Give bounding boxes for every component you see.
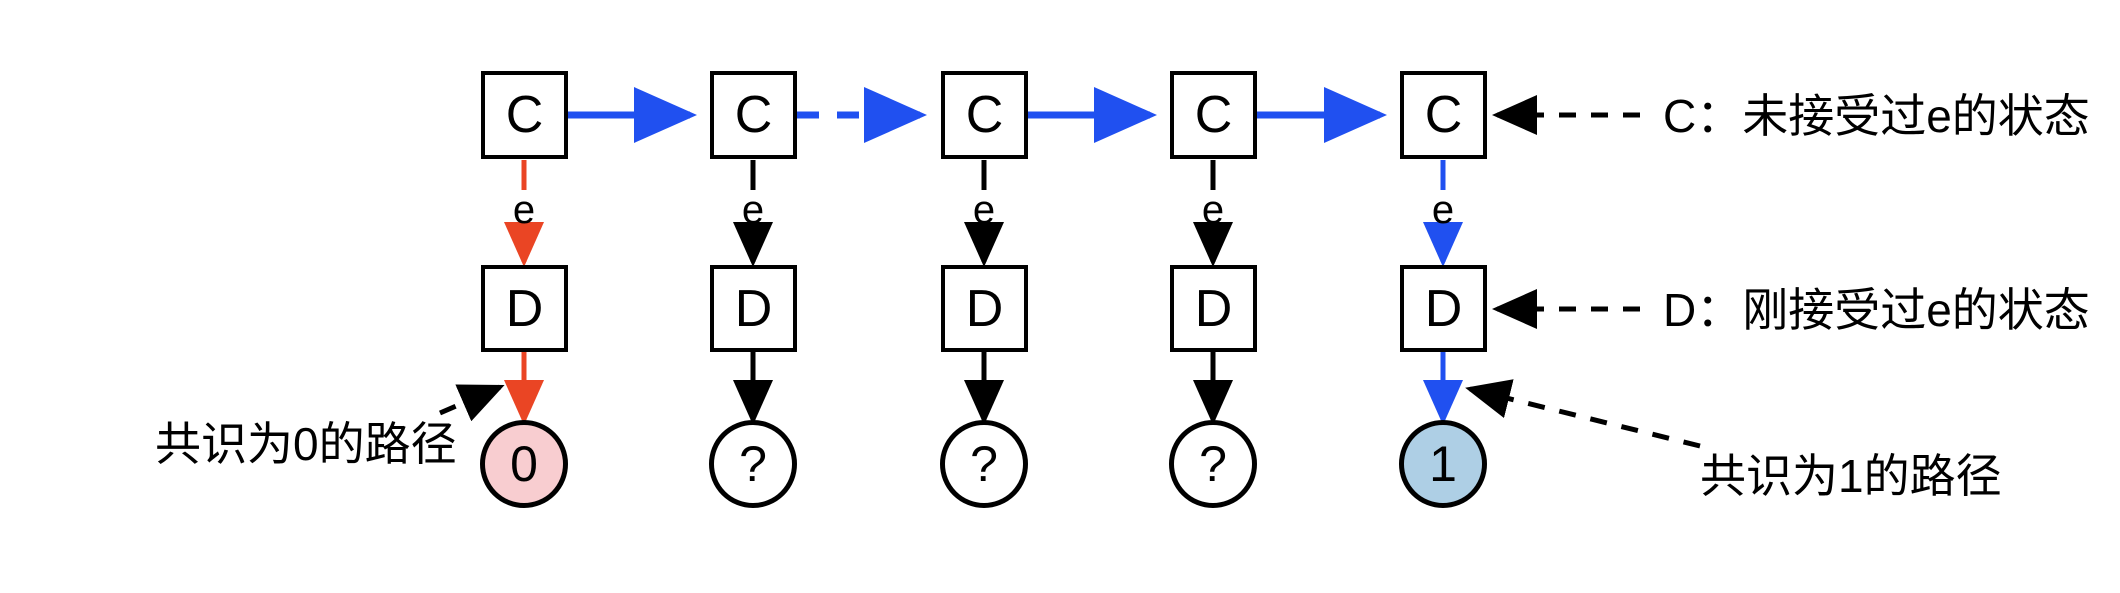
outcome-node-unknown-4-label: ? xyxy=(1199,436,1227,492)
outcome-node-0-label: 0 xyxy=(510,436,538,492)
edge-label-e-1: e xyxy=(512,188,536,232)
callout-path-zero-arrow xyxy=(439,384,505,422)
state-node-d-4-label: D xyxy=(1194,279,1233,338)
outcome-node-0[interactable]: 0 xyxy=(480,420,568,508)
outcome-node-unknown-3[interactable]: ? xyxy=(940,420,1028,508)
callout-path-one-arrow xyxy=(1465,379,1701,449)
state-node-d-4[interactable]: D xyxy=(1170,265,1257,352)
state-node-c-3-label: C xyxy=(965,86,1004,144)
edge-label-e-5: e xyxy=(1431,188,1455,232)
outcome-node-unknown-2[interactable]: ? xyxy=(709,420,797,508)
outcome-node-1[interactable]: 1 xyxy=(1399,420,1487,508)
state-node-d-3[interactable]: D xyxy=(941,265,1028,352)
edge-label-e-3: e xyxy=(972,188,996,232)
state-node-d-5[interactable]: D xyxy=(1400,265,1487,352)
legend-c-text: C：未接受过e的状态 xyxy=(1663,90,2090,142)
state-node-c-1[interactable]: C xyxy=(481,71,568,159)
state-node-c-2-label: C xyxy=(734,86,773,144)
state-node-d-2[interactable]: D xyxy=(710,265,797,352)
state-node-d-1[interactable]: D xyxy=(481,265,568,352)
state-node-c-2[interactable]: C xyxy=(710,71,797,159)
edge-label-e-4: e xyxy=(1201,188,1225,232)
state-node-c-5[interactable]: C xyxy=(1400,71,1487,159)
state-node-d-2-label: D xyxy=(734,279,773,338)
state-node-d-1-label: D xyxy=(505,279,544,338)
outcome-node-unknown-3-label: ? xyxy=(970,436,998,492)
outcome-node-unknown-4[interactable]: ? xyxy=(1169,420,1257,508)
state-node-d-5-label: D xyxy=(1424,279,1463,338)
state-node-c-4[interactable]: C xyxy=(1170,71,1257,159)
outcome-node-1-label: 1 xyxy=(1429,436,1457,492)
outcome-node-unknown-2-label: ? xyxy=(739,436,767,492)
path-zero-text: 共识为0的路径 xyxy=(155,418,457,470)
state-node-d-3-label: D xyxy=(965,279,1004,338)
state-node-c-5-label: C xyxy=(1424,86,1463,144)
legend-d-text: D：刚接受过e的状态 xyxy=(1663,284,2090,336)
state-node-c-1-label: C xyxy=(505,86,544,144)
path-one-text: 共识为1的路径 xyxy=(1700,450,2002,502)
edge-label-e-2: e xyxy=(741,188,765,232)
state-node-c-3[interactable]: C xyxy=(941,71,1028,159)
state-node-c-4-label: C xyxy=(1194,86,1233,144)
